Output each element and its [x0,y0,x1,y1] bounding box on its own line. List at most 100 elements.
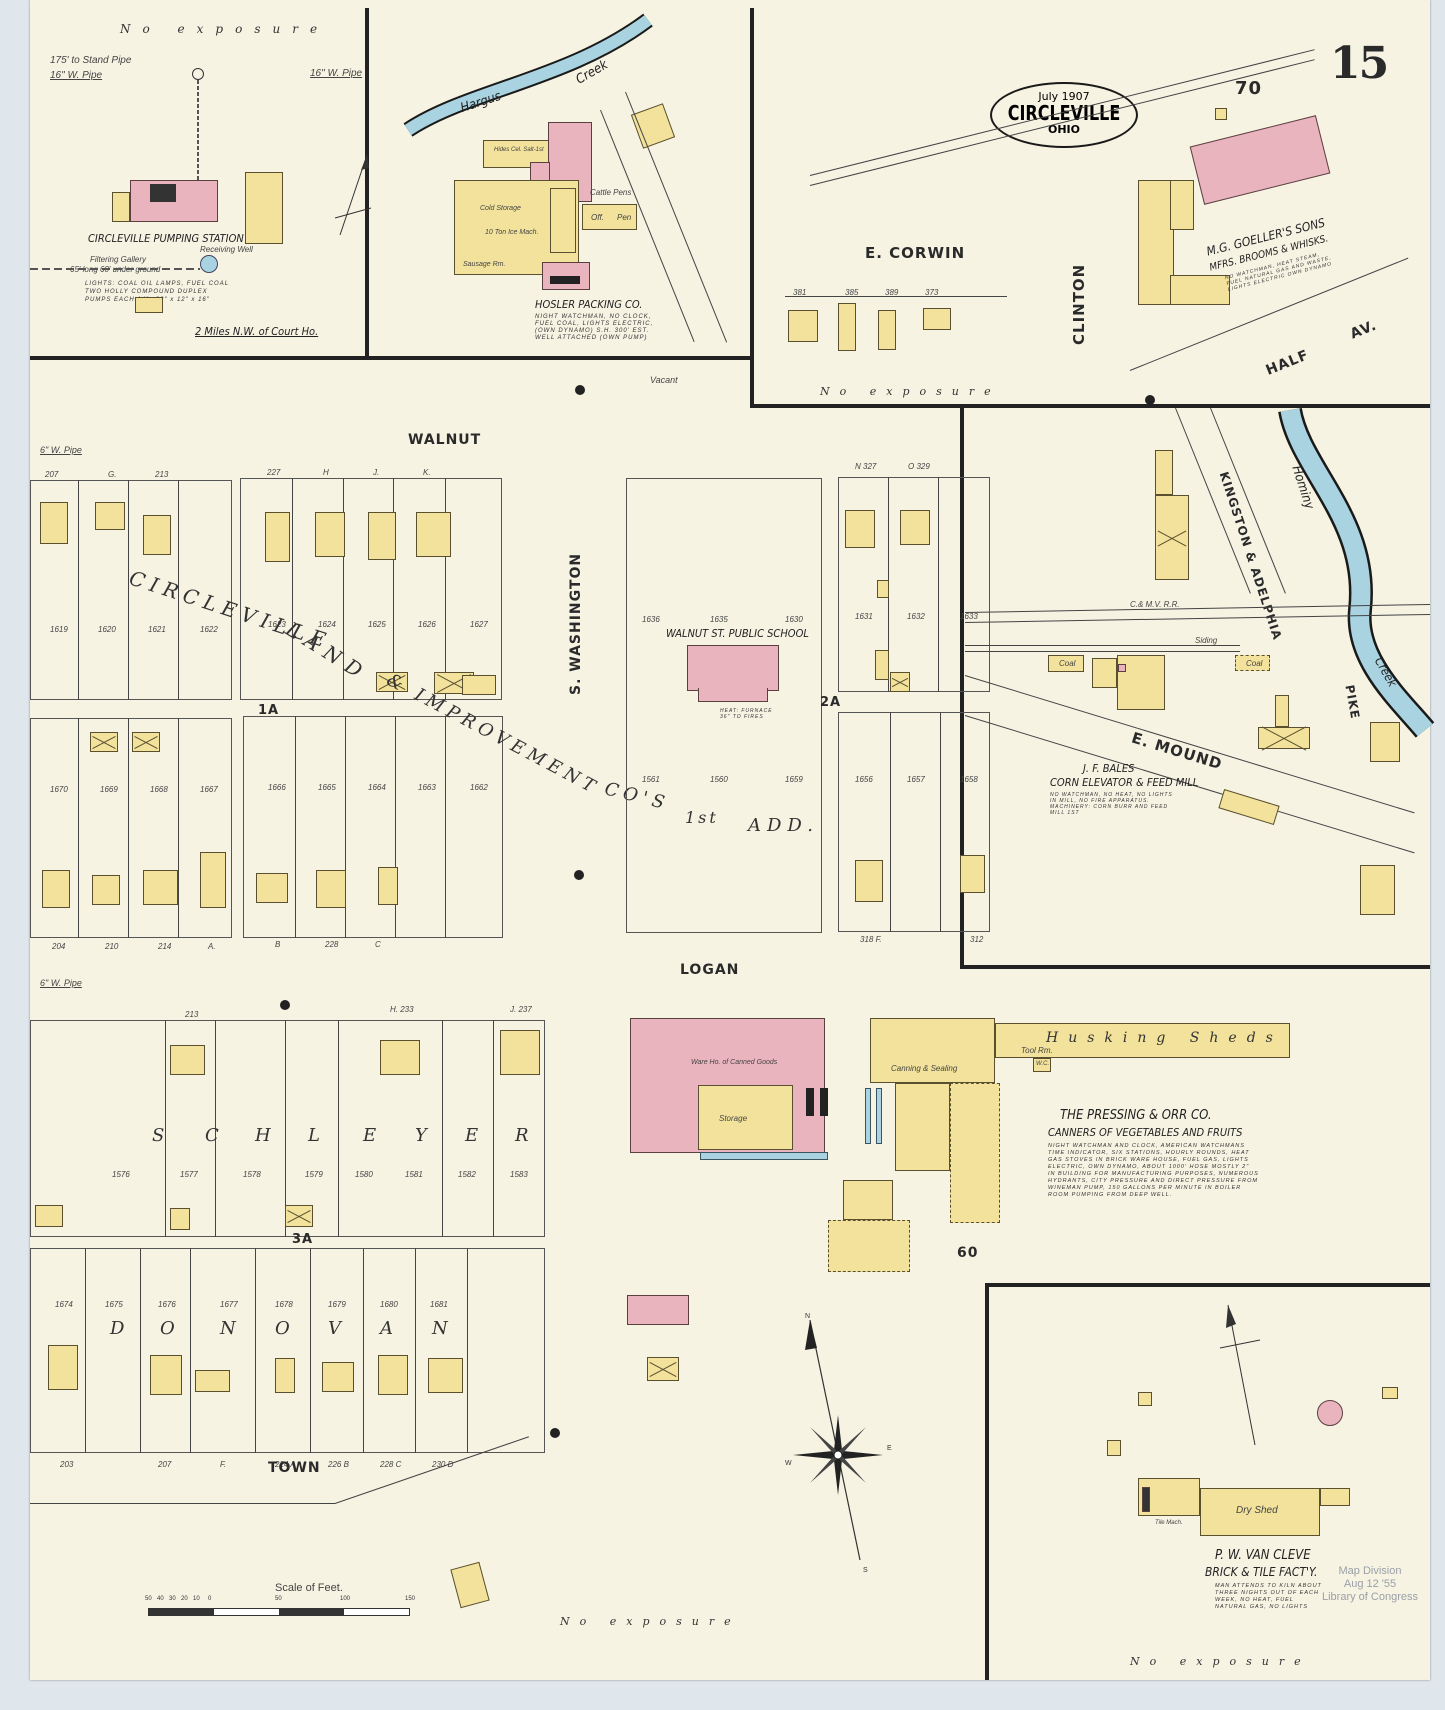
pumping-station-name: CIRCLEVILLE PUMPING STATION [88,232,244,245]
block-outline [30,1020,545,1237]
donovan-letter: O [275,1318,290,1339]
street-e-mound: E. MOUND [1129,728,1225,774]
lot-line [415,1248,416,1453]
dwelling [92,875,120,905]
stand-pipe-icon [192,68,204,80]
title-cartouche: July 1907 CIRCLEVILLE OHIO [990,82,1138,148]
dwelling [195,1370,230,1392]
lot-line [178,718,179,938]
vacant-label: Vacant [650,375,678,385]
lot-line [140,1248,141,1453]
cartouche-state: OHIO [1047,123,1080,136]
lot-number: 1621 [148,625,166,634]
lot-number: 1582 [458,1170,476,1179]
lot-number: 1577 [180,1170,198,1179]
siding-line [965,651,1240,652]
shed [1107,1440,1121,1456]
lot-number: 1619 [50,625,68,634]
pressing-orr-name: THE PRESSING & ORR CO. [1060,1108,1212,1123]
water-closet: W.C. [1033,1058,1051,1072]
house-number: 207 [45,470,59,479]
dwelling [143,515,171,555]
schleyer-letter: L [308,1125,320,1146]
lot-number: 1625 [368,620,386,629]
cartouche-city: CIRCLEVILLE [1007,101,1121,125]
block-line [785,296,1007,297]
block-outline [838,712,990,932]
hominy-creek [1278,407,1435,738]
dwelling [150,1355,182,1395]
house-number: B [275,940,281,949]
scale-title: Scale of Feet. [275,1582,343,1594]
hydrant-icon [280,1000,290,1010]
lot-number: 1627 [470,620,488,629]
no-exposure-label: No exposure [1130,1655,1311,1668]
pressing-orr-sub: CANNERS OF VEGETABLES AND FRUITS [1048,1126,1243,1139]
engine-room [1118,664,1126,672]
siding-label: Siding [1195,636,1218,645]
lot-number: 1677 [220,1300,238,1309]
lot-number: 1622 [200,625,218,634]
schleyer-letter: R [515,1125,529,1146]
barn [1258,727,1310,749]
outbuilding [135,297,163,313]
stable [285,1205,313,1227]
svg-text:W: W [785,1460,792,1467]
schleyer-letter: S [152,1125,165,1146]
dwelling [845,510,875,548]
stable [132,732,160,752]
donovan-letter: O [160,1318,175,1339]
block-outline [30,480,232,700]
dwelling [462,675,496,695]
dwelling [275,1358,295,1393]
pulping [843,1180,893,1220]
alley-1a: 1A [258,703,280,718]
receiving-well-label: Receiving Well [200,245,253,254]
pipe-label: 6" W. Pipe [40,445,82,455]
alley-3a: 3A [292,1232,314,1247]
alley-2a: 2A [820,695,842,710]
schleyer-letter: Y [415,1125,427,1146]
lot-number: 1664 [368,783,386,792]
pipe-label: 175' to Stand Pipe [50,55,132,66]
cooking-tank [865,1088,871,1144]
house-number: 312 [970,935,984,944]
stable [90,732,118,752]
scale-ticks: 50 40 30 20 10 0 50 100 150 [145,1596,416,1602]
house-number: 389 [885,288,899,297]
compass-rose-icon: N W E S [785,1313,892,1574]
school-building [687,645,779,691]
inset-border [960,965,1430,969]
lot-line [215,1020,216,1237]
house-number: C [375,940,381,949]
hydrant-icon [574,870,584,880]
no-exposure-label: No exposure [820,385,1001,398]
cooling-tank [700,1152,828,1160]
lot-line [938,477,939,692]
house-number: 214 [158,942,172,951]
lot-number: 1662 [470,783,488,792]
block-outline [838,477,990,692]
lot-number: 1665 [318,783,336,792]
lot-number: 1635 [710,615,728,624]
lot-number: 1624 [318,620,336,629]
dwelling [48,1345,78,1390]
dwelling [256,873,288,903]
pulping-annex [828,1220,910,1272]
shed [170,1208,190,1230]
lot-number: 1578 [243,1170,261,1179]
lot-number: 1674 [55,1300,73,1309]
street-e-corwin: E. CORWIN [865,244,966,262]
broom-factory [1189,115,1331,205]
svg-text:N: N [805,1313,810,1320]
house-number: 226 B [328,1460,349,1469]
lot-number: 1680 [380,1300,398,1309]
lot-number: 1666 [268,783,286,792]
dwelling [200,852,226,908]
street-clinton: CLINTON [1070,263,1088,345]
lot-number: 1631 [855,612,873,621]
lot-number: 1633 [960,612,978,621]
lot-number: 1663 [418,783,436,792]
house-number: J. 237 [510,1005,532,1014]
